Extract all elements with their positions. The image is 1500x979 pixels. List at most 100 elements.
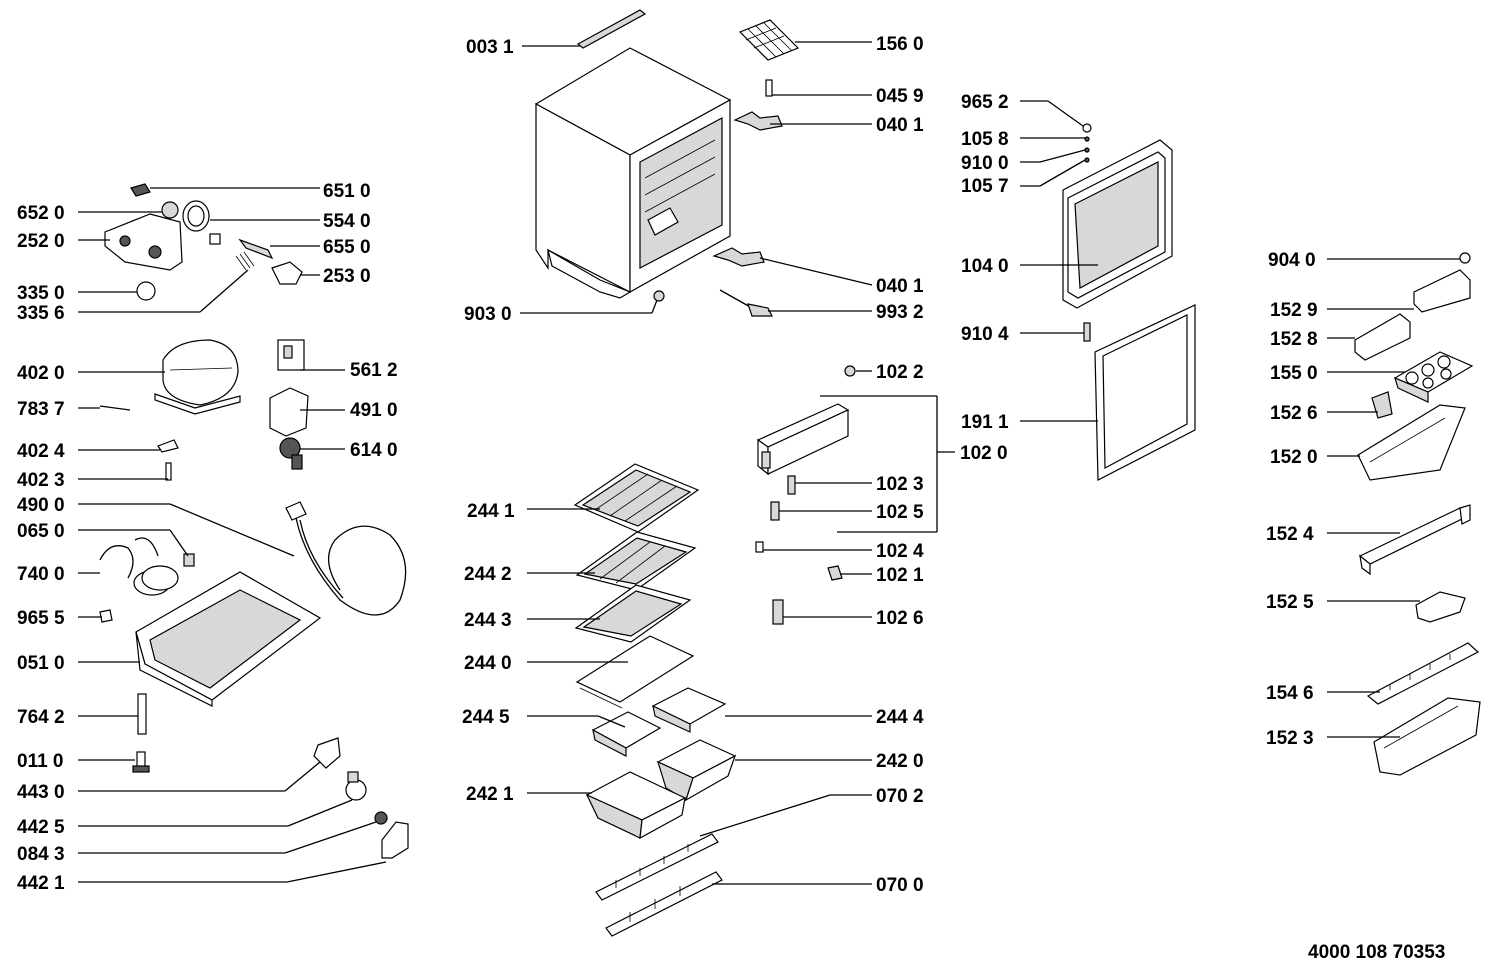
holder-152-5-drawing <box>1415 591 1466 623</box>
label-402-4: 402 4 <box>17 441 65 462</box>
label-152-6: 152 6 <box>1270 403 1318 424</box>
label-102-3: 102 3 <box>876 474 924 495</box>
rail-154-6-drawing <box>1366 642 1480 705</box>
label-252-0: 252 0 <box>17 231 65 252</box>
label-102-2: 102 2 <box>876 362 924 383</box>
part-910-0-drawing <box>1084 147 1090 153</box>
tray-242-1-drawing <box>585 771 687 840</box>
bin-244-5-front <box>592 728 627 757</box>
label-244-0: 244 0 <box>464 653 512 674</box>
spring-335-6-drawing <box>235 251 255 271</box>
label-491-0: 491 0 <box>350 400 398 421</box>
label-335-6: 335 6 <box>17 303 65 324</box>
part-965-2-drawing <box>1082 123 1092 133</box>
cabinet-drawing <box>534 47 732 299</box>
part-102-4-drawing <box>755 541 764 553</box>
tray-242-0-drawing <box>656 739 737 802</box>
part-105-8-drawing <box>1084 136 1090 142</box>
door-104-0-drawing <box>1062 139 1173 309</box>
part-335-0-drawing <box>136 281 156 301</box>
label-011-0: 011 0 <box>17 751 64 772</box>
label-764-2: 764 2 <box>17 707 65 728</box>
label-335-0: 335 0 <box>17 283 65 304</box>
cap-102-2-drawing <box>844 365 856 377</box>
label-443-0: 443 0 <box>17 782 65 803</box>
part-910-4-drawing <box>1083 322 1091 342</box>
label-655-0: 655 0 <box>323 237 371 258</box>
gasket-191-1-drawing <box>1094 304 1196 481</box>
part-102-3-drawing <box>787 475 796 495</box>
shelf-244-0-drawing <box>575 635 695 709</box>
grille-070-0-drawing <box>605 871 723 937</box>
label-253-0: 253 0 <box>323 266 371 287</box>
label-003-1: 003 1 <box>466 37 514 58</box>
label-105-7: 105 7 <box>961 176 1009 197</box>
egg-tray-155-0-drawing <box>1393 351 1474 403</box>
mains-cable-490-0-drawing <box>285 501 407 616</box>
document-number: 4000 108 70353 <box>1308 942 1445 963</box>
shelf-244-2-drawing <box>575 531 697 591</box>
lid-152-8-drawing <box>1354 313 1411 361</box>
label-051-0: 051 0 <box>17 653 65 674</box>
compressor-402-0-drawing <box>154 339 241 415</box>
part-442-5-drawing <box>345 771 367 801</box>
relay-561-2-drawing <box>277 339 305 371</box>
label-910-0: 910 0 <box>961 153 1009 174</box>
part-904-0-drawing <box>1459 252 1471 264</box>
bracket-402-4-drawing <box>157 439 179 453</box>
bin-244-4-front <box>652 704 691 733</box>
label-614-0: 614 0 <box>350 440 398 461</box>
bracket-442-1-drawing <box>381 821 409 859</box>
label-740-0: 740 0 <box>17 564 65 585</box>
label-244-3: 244 3 <box>464 610 512 631</box>
part-443-0-drawing <box>313 737 341 769</box>
label-651-0: 651 0 <box>323 181 371 202</box>
label-102-5: 102 5 <box>876 502 924 523</box>
label-904-0: 904 0 <box>1268 250 1316 271</box>
label-102-1: 102 1 <box>876 565 924 586</box>
label-152-0: 152 0 <box>1270 447 1318 468</box>
shelf-244-3-drawing <box>574 584 692 643</box>
part-651-0-drawing <box>130 183 151 197</box>
hinge-pin-part <box>765 79 773 97</box>
label-244-1: 244 1 <box>467 501 515 522</box>
balcony-152-0-drawing <box>1357 404 1466 481</box>
lid-152-9-drawing <box>1413 269 1471 313</box>
part-152-6-drawing <box>1371 391 1393 419</box>
flap-102-0-drawing <box>756 403 850 476</box>
lower-hinge-part <box>712 247 765 267</box>
label-105-8: 105 8 <box>961 129 1009 150</box>
label-244-4: 244 4 <box>876 707 924 728</box>
label-156-0: 156 0 <box>876 34 924 55</box>
label-070-2: 070 2 <box>876 786 924 807</box>
label-244-2: 244 2 <box>464 564 512 585</box>
label-965-5: 965 5 <box>17 608 65 629</box>
label-244-5: 244 5 <box>462 707 510 728</box>
lamp-housing-252-0-drawing <box>104 213 183 271</box>
base-tray-051-0-drawing <box>135 571 322 707</box>
bracket-402-3-drawing <box>165 462 172 481</box>
balcony-152-3-drawing <box>1373 697 1481 776</box>
label-152-5: 152 5 <box>1266 592 1314 613</box>
label-102-6: 102 6 <box>876 608 924 629</box>
upper-hinge-part <box>733 111 783 131</box>
cover-491-0-drawing <box>269 387 309 437</box>
label-965-2: 965 2 <box>961 92 1009 113</box>
label-993-2: 993 2 <box>876 302 924 323</box>
grille-070-2-drawing <box>595 833 719 901</box>
sensor-part <box>719 289 773 317</box>
label-104-0: 104 0 <box>961 256 1009 277</box>
part-084-3-drawing <box>374 811 388 825</box>
part-614-0-drawing <box>279 437 303 470</box>
part-102-6-drawing <box>772 599 784 625</box>
screw-011-0-drawing <box>132 751 150 773</box>
label-070-0: 070 0 <box>876 875 924 896</box>
foot-part <box>653 290 665 302</box>
part-655-0-drawing <box>238 238 274 260</box>
label-152-3: 152 3 <box>1266 728 1314 749</box>
label-152-8: 152 8 <box>1270 329 1318 350</box>
label-084-3: 084 3 <box>17 844 65 865</box>
part-764-2-drawing <box>137 693 147 735</box>
label-652-0: 652 0 <box>17 203 65 224</box>
